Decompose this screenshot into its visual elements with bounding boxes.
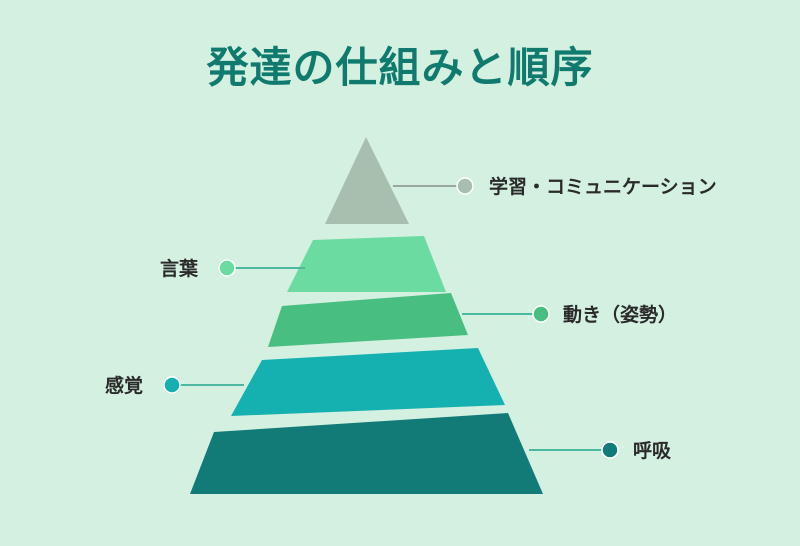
pyramid-level-breathing bbox=[190, 413, 543, 494]
connector-dot-language bbox=[218, 259, 236, 277]
pyramid-level-learning bbox=[325, 137, 409, 224]
label-learning: 学習・コミュニケーション bbox=[489, 175, 717, 198]
label-breathing: 呼吸 bbox=[633, 440, 672, 462]
label-senses: 感覚 bbox=[105, 374, 143, 397]
pyramid-level-senses bbox=[231, 348, 505, 416]
connector-dot-learning bbox=[456, 177, 474, 195]
connector-dot-breathing bbox=[601, 441, 619, 459]
label-movement: 動き（姿勢） bbox=[563, 303, 677, 326]
connector-dot-movement bbox=[532, 305, 550, 323]
pyramid-level-movement bbox=[268, 293, 468, 347]
pyramid-level-language bbox=[287, 236, 446, 292]
connector-dot-senses bbox=[163, 376, 181, 394]
label-language: 言葉 bbox=[160, 257, 199, 280]
page-title: 発達の仕組みと順序 bbox=[206, 43, 594, 92]
